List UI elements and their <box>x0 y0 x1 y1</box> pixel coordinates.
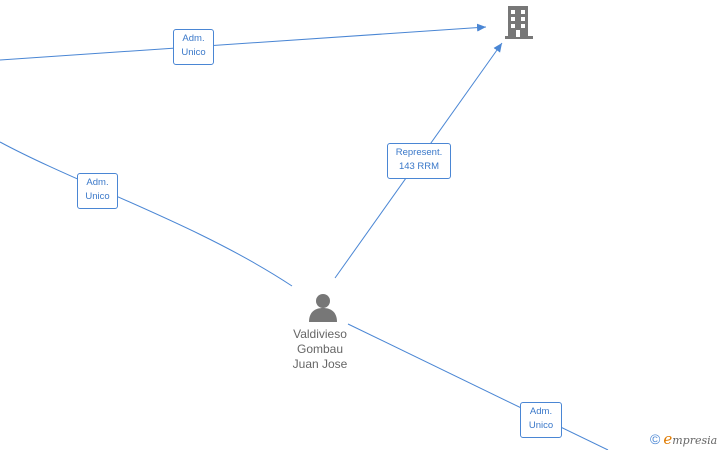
edge-label-adm-left[interactable]: Adm. Unico <box>77 173 118 209</box>
edge-label-line: Adm. <box>529 406 553 417</box>
edge-label-adm-top[interactable]: Adm. Unico <box>173 29 214 65</box>
edge-label-line: 143 RRM <box>398 161 440 172</box>
copyright-symbol: © <box>650 431 661 447</box>
edge-label-line: Adm. <box>86 177 109 188</box>
person-name-line: Valdivieso <box>293 327 347 341</box>
empresia-watermark: ©empresia <box>650 430 717 448</box>
person-name-line: Juan Jose <box>292 357 348 371</box>
person-name-label[interactable]: Valdivieso Gombau Juan Jose <box>270 327 370 372</box>
edge-label-represent[interactable]: Represent. 143 RRM <box>387 143 451 179</box>
edge-line-adm-left <box>0 141 293 287</box>
person-icon[interactable] <box>308 292 338 322</box>
edge-label-line: Represent. <box>395 147 443 158</box>
edge-label-adm-bottom[interactable]: Adm. Unico <box>520 402 562 438</box>
brand-initial: e <box>663 430 673 448</box>
edge-label-line: Unico <box>85 191 110 202</box>
edge-line-adm-bottom <box>347 323 609 450</box>
person-name-line: Gombau <box>296 342 344 356</box>
brand-name: mpresia <box>672 434 718 447</box>
edge-line-adm-top <box>0 23 487 61</box>
edge-label-line: Unico <box>181 47 206 58</box>
edge-label-line: Adm. <box>182 33 205 44</box>
building-icon[interactable] <box>504 5 534 39</box>
edge-label-line: Unico <box>528 420 554 431</box>
